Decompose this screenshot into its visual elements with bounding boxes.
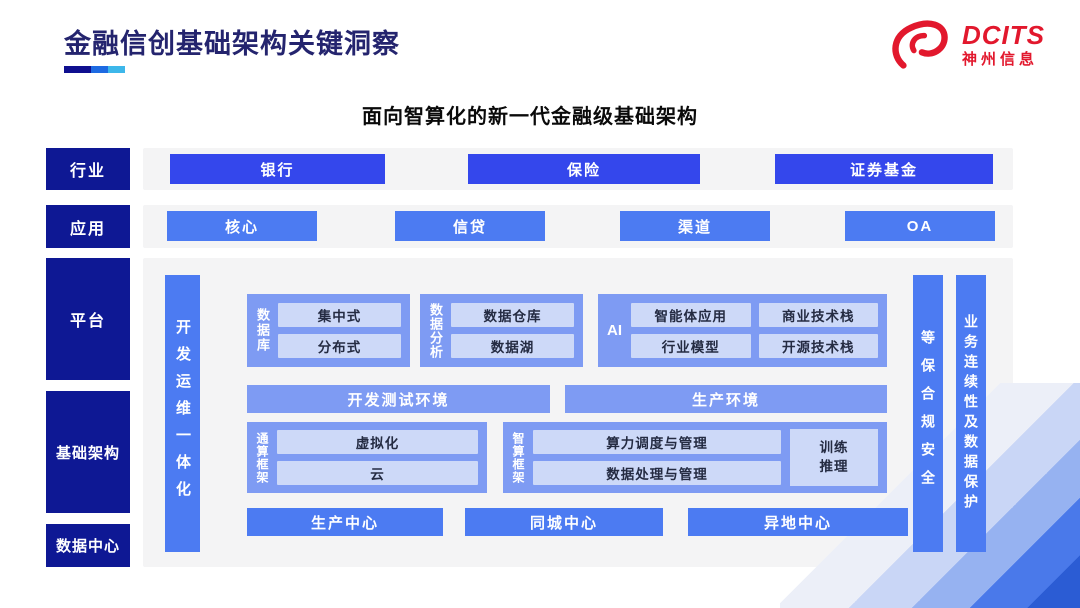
center-item: 同城中心 [465,508,663,536]
sidebar-item-infrastructure: 基础架构 [46,391,130,513]
devops-vertical-bar: 开发运维一体化 [165,275,200,552]
analytics-items: 数据仓库 数据湖 [451,303,574,358]
application-item: 信贷 [395,211,545,241]
continuity-vertical-bar: 业务连续性及数据保护 [956,275,986,552]
brand-logo: DCITS 神州信息 [888,18,1045,72]
application-item: 核心 [167,211,317,241]
brand-name-cn: 神州信息 [962,51,1039,69]
env-bar-devtest: 开发测试环境 [247,385,550,413]
application-item: OA [845,211,995,241]
title-underline [64,66,125,73]
ai-item: 智能体应用 [631,303,751,327]
center-item: 生产中心 [247,508,443,536]
dcits-swirl-icon [892,20,948,69]
intelligent-compute-item: 算力调度与管理 [533,430,781,454]
analytics-group: 数据分析 数据仓库 数据湖 [420,294,583,367]
intelligent-compute-group-label: 智算框架 [511,431,525,484]
env-bar-production: 生产环境 [565,385,887,413]
ai-group: AI 智能体应用 商业技术栈 行业模型 开源技术栈 [598,294,887,367]
general-compute-item: 虚拟化 [277,430,478,454]
general-compute-item: 云 [277,461,478,485]
train-infer-line: 推理 [819,458,849,474]
underline-segment [108,66,125,73]
underline-segment [64,66,91,73]
sidebar-item-application: 应用 [46,205,130,248]
database-items: 集中式 分布式 [278,303,401,358]
industry-item: 保险 [468,154,700,184]
analytics-group-label: 数据分析 [428,302,443,359]
page-title: 金融信创基础架构关键洞察 [64,29,400,59]
database-group: 数据库 集中式 分布式 [247,294,410,367]
ai-item: 行业模型 [631,334,751,358]
analytics-item: 数据仓库 [451,303,574,327]
industry-item: 银行 [170,154,385,184]
sidebar-item-platform: 平台 [46,258,130,380]
analytics-item: 数据湖 [451,334,574,358]
security-vertical-bar-label: 等保合规安全 [920,329,936,498]
sidebar-item-industry: 行业 [46,148,130,190]
application-item: 渠道 [620,211,770,241]
intelligent-compute-items: 算力调度与管理 数据处理与管理 [533,430,781,485]
database-item: 集中式 [278,303,401,327]
devops-vertical-bar-label: 开发运维一体化 [174,319,191,508]
intelligent-compute-item: 数据处理与管理 [533,461,781,485]
brand-name: DCITS [962,19,1045,50]
sidebar-item-datacenter: 数据中心 [46,524,130,567]
diagram-subtitle: 面向智算化的新一代金融级基础架构 [362,106,698,128]
database-group-label: 数据库 [255,308,270,353]
security-vertical-bar: 等保合规安全 [913,275,943,552]
underline-segment [91,66,108,73]
industry-item: 证券基金 [775,154,993,184]
general-compute-items: 虚拟化 云 [277,430,478,485]
center-item: 异地中心 [688,508,908,536]
ai-item: 商业技术栈 [758,303,878,327]
general-compute-group: 通算框架 虚拟化 云 [247,422,487,493]
ai-item: 开源技术栈 [758,334,878,358]
train-infer-box: 训练 推理 [790,429,878,486]
database-item: 分布式 [278,334,401,358]
continuity-vertical-bar-label: 业务连续性及数据保护 [963,313,979,514]
ai-group-label: AI [607,322,622,339]
general-compute-group-label: 通算框架 [255,431,269,484]
intelligent-compute-group: 智算框架 算力调度与管理 数据处理与管理 训练 推理 [503,422,887,493]
ai-items: 智能体应用 商业技术栈 行业模型 开源技术栈 [631,303,878,358]
train-infer-line: 训练 [819,440,849,456]
